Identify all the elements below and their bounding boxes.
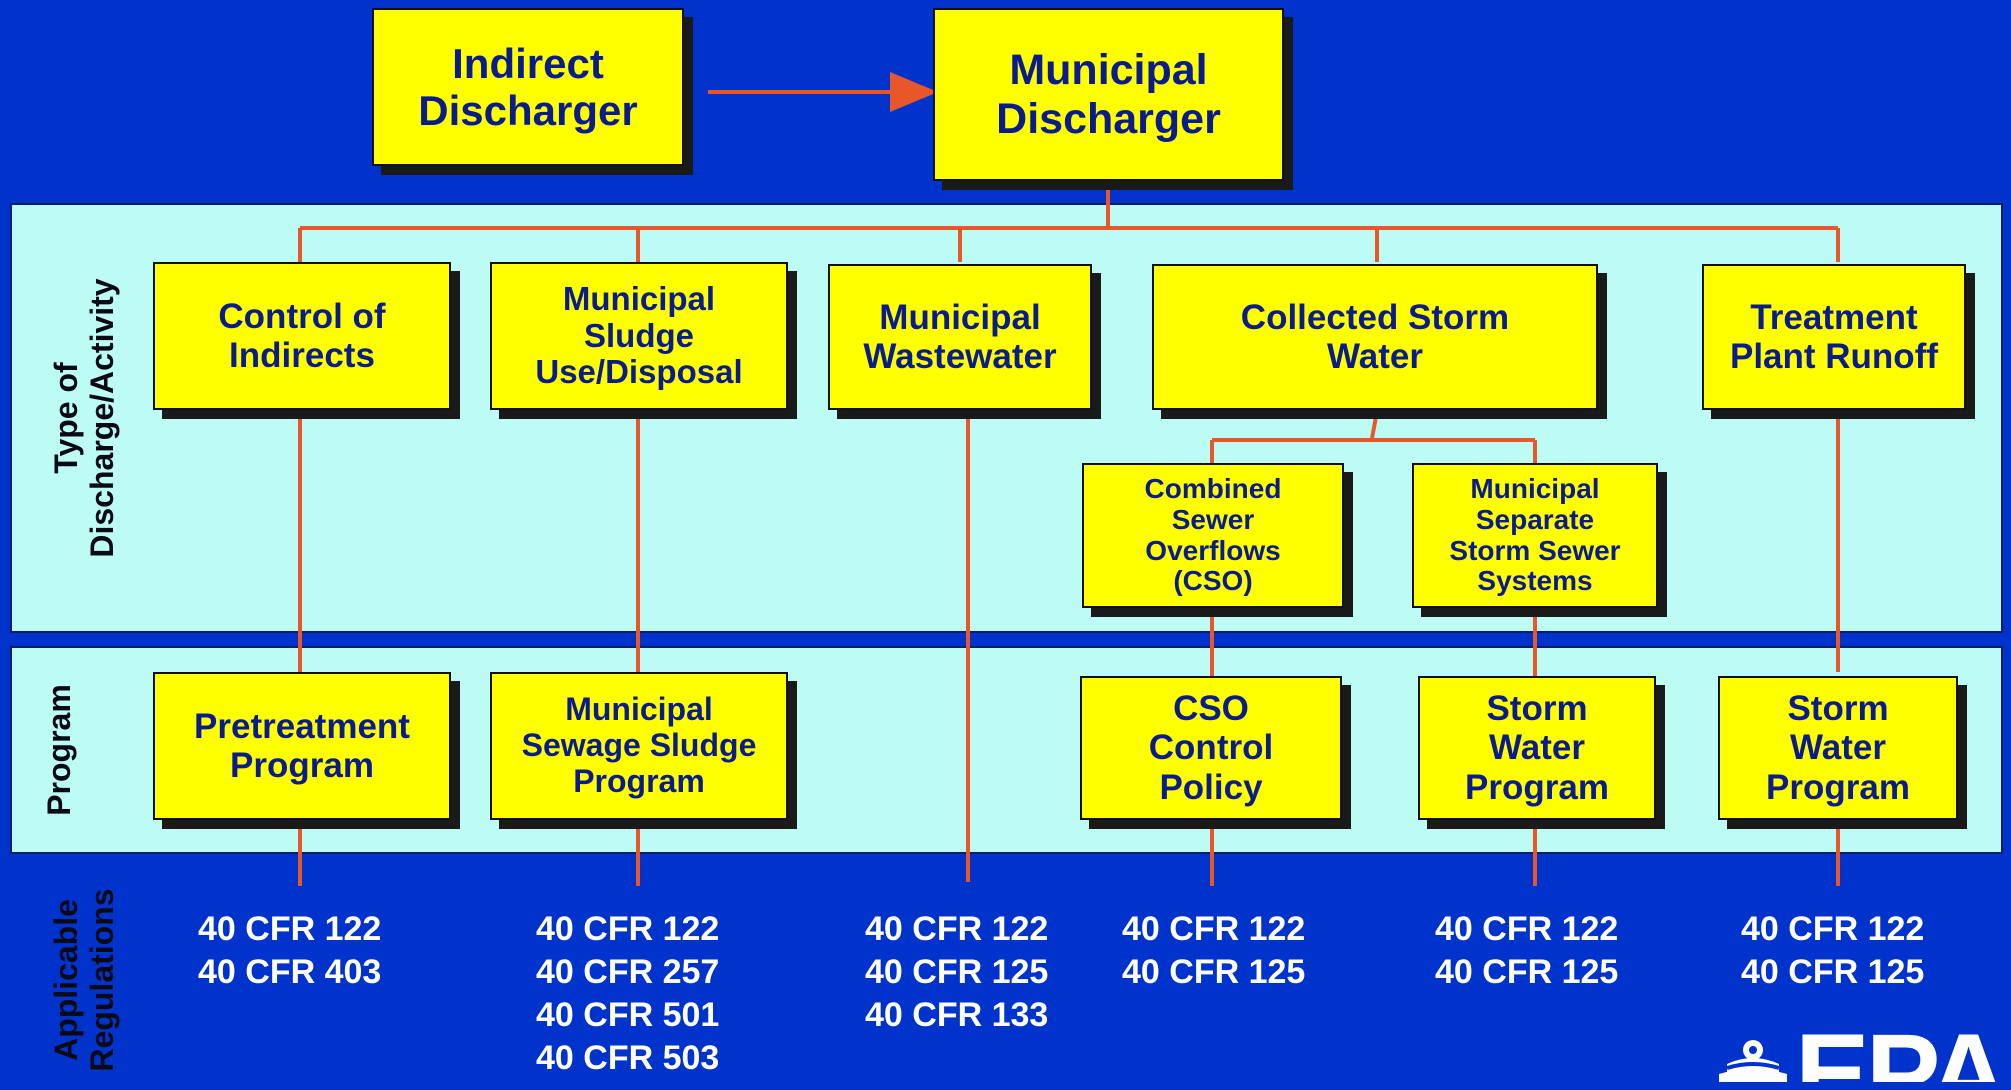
regulations-control-of-indirects: 40 CFR 122 40 CFR 403 <box>198 910 382 991</box>
municipal-wastewater-box: Municipal Wastewater <box>828 264 1092 410</box>
control-of-indirects-box: Control of Indirects <box>153 262 451 410</box>
ms4-box: Municipal Separate Storm Sewer Systems <box>1412 463 1658 608</box>
municipal-sludge-box: Municipal Sludge Use/Disposal <box>490 262 788 410</box>
regulations-treatment-plant-runoff: 40 CFR 122 40 CFR 125 <box>1741 910 1925 991</box>
regulations-municipal-sludge: 40 CFR 122 40 CFR 257 40 CFR 501 40 CFR … <box>536 910 720 1077</box>
type-of-discharge-label: Type of Discharge/Activity <box>48 278 120 558</box>
storm-water-program-box: Storm Water Program <box>1418 676 1656 820</box>
program-label: Program <box>41 684 78 816</box>
epa-logo: EPA <box>1715 1020 2005 1082</box>
pretreatment-program-box: Pretreatment Program <box>153 672 451 820</box>
applicable-regulations-label: Applicable Regulations <box>48 888 120 1072</box>
regulations-cso: 40 CFR 122 40 CFR 125 <box>1122 910 1306 991</box>
regulations-ms4: 40 CFR 122 40 CFR 125 <box>1435 910 1619 991</box>
indirect-discharger-box: Indirect Discharger <box>372 8 684 166</box>
collected-storm-water-box: Collected Storm Water <box>1152 264 1598 410</box>
regulations-municipal-wastewater: 40 CFR 122 40 CFR 125 40 CFR 133 <box>865 910 1049 1034</box>
treatment-plant-runoff-box: Treatment Plant Runoff <box>1702 264 1966 410</box>
storm-water-program-runoff-box: Storm Water Program <box>1718 676 1958 820</box>
municipal-discharger-box: Municipal Discharger <box>933 8 1284 181</box>
epa-logo-text: EPA <box>1795 1020 2005 1082</box>
cso-control-policy-box: CSO Control Policy <box>1080 676 1342 820</box>
sewage-sludge-program-box: Municipal Sewage Sludge Program <box>490 672 788 820</box>
combined-sewer-overflows-box: Combined Sewer Overflows (CSO) <box>1082 463 1344 608</box>
